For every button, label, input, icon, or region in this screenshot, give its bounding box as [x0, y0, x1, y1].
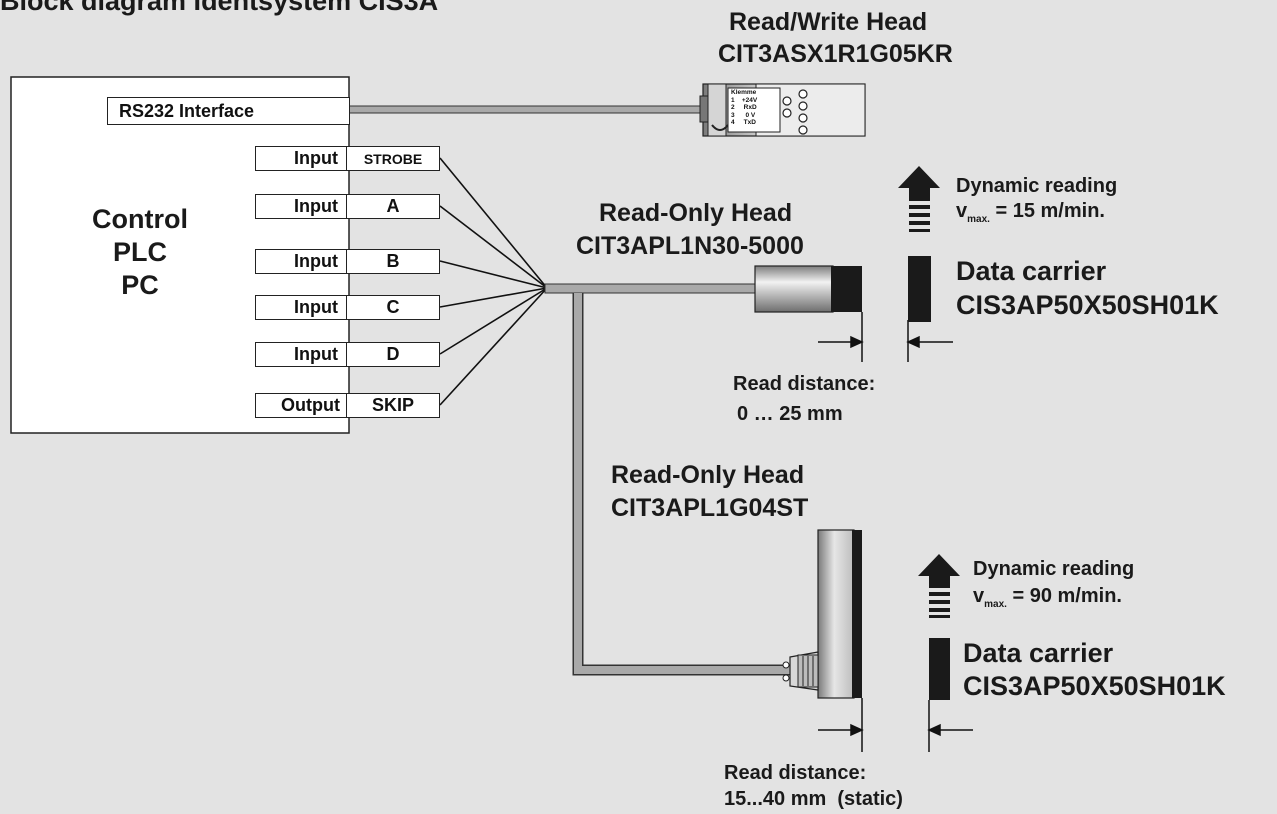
- port-type-box: Input: [255, 249, 348, 274]
- controller-line: PLC: [113, 237, 167, 267]
- port-signal-label: D: [386, 344, 400, 364]
- dynamic-reading-1-label: Dynamic reading: [956, 175, 1118, 197]
- read-only-head-1-device: [754, 265, 862, 313]
- data-carrier-1-model: CIS3AP50X50SH01K: [956, 290, 1219, 320]
- speed-1-value: = 15 m/min.: [989, 200, 1105, 222]
- port-signal-label: STROBE: [363, 150, 423, 167]
- ro-head-1-model: CIT3APL1N30-5000: [576, 232, 804, 260]
- read-write-head-device: [699, 83, 866, 137]
- data-carrier-2-title: Data carrier: [963, 638, 1114, 668]
- read-only-head-2-device: [782, 529, 862, 699]
- speed-2-value: = 90 m/min.: [1006, 585, 1122, 607]
- terminal-header: Klemme: [731, 89, 757, 96]
- rw-head-title: Read/Write Head: [729, 8, 928, 36]
- data-carrier-1-title: Data carrier: [956, 256, 1107, 286]
- diagram-title: Block diagram Identsystem CIS3A: [0, 0, 439, 16]
- motion-arrow-2-icon: [918, 554, 960, 618]
- ro-head-1-title: Read-Only Head: [599, 199, 793, 227]
- port-type-box: Input: [255, 194, 348, 219]
- port-type-box: Input: [255, 146, 348, 171]
- port-signal-box: STROBE: [346, 146, 440, 171]
- port-type-label: Input: [294, 148, 338, 168]
- speed-2-v: v: [973, 585, 985, 607]
- rs232-interface-box: RS232 Interface: [107, 97, 350, 125]
- controller-line: Control: [92, 204, 188, 234]
- controller-line: PC: [121, 270, 159, 300]
- port-signal-box: B: [346, 249, 440, 274]
- ro-head-2-model: CIT3APL1G04ST: [611, 494, 809, 522]
- port-type-label: Input: [294, 196, 338, 216]
- data-carrier-2-block: [929, 638, 950, 700]
- dynamic-reading-2-label: Dynamic reading: [973, 558, 1135, 580]
- port-signal-label: B: [386, 251, 400, 271]
- data-carrier-1-block: [908, 256, 931, 322]
- distance-markers-1: [818, 312, 953, 362]
- port-signal-box: D: [346, 342, 440, 367]
- read-distance-2-label: Read distance:: [724, 762, 867, 784]
- ro-head-2-title: Read-Only Head: [611, 461, 805, 489]
- terminal-row: 2 RxD: [731, 104, 757, 111]
- terminal-row: 3 0 V: [731, 111, 756, 119]
- port-type-box: Input: [255, 295, 348, 320]
- signal-wires: [439, 157, 548, 406]
- read-distance-1-value: 0 … 25 mm: [737, 403, 843, 425]
- data-carrier-2-model: CIS3AP50X50SH01K: [963, 671, 1226, 701]
- port-signal-label: C: [386, 297, 400, 317]
- port-type-label: Input: [294, 251, 338, 271]
- cable-head-2: [572, 293, 790, 676]
- speed-2-label: vmax. = 90 m/min.: [973, 585, 1122, 610]
- port-type-box: Input: [255, 342, 348, 367]
- controller-label: Control PLC PC: [60, 203, 220, 302]
- speed-1-sub: max.: [967, 214, 990, 225]
- read-distance-1-label: Read distance:: [733, 373, 876, 395]
- port-signal-box: SKIP: [346, 393, 440, 418]
- motion-arrow-1-icon: [898, 166, 940, 232]
- terminal-row: 4 TxD: [731, 119, 756, 126]
- cable-head-1: [544, 283, 758, 294]
- rs232-interface-label: RS232 Interface: [119, 100, 255, 121]
- rs232-cable: [348, 105, 702, 114]
- port-type-label: Input: [294, 297, 338, 317]
- port-type-label: Input: [294, 344, 338, 364]
- port-signal-label: SKIP: [371, 395, 414, 415]
- port-signal-label: A: [386, 196, 400, 216]
- terminal-label: Klemme 1 +24V 2 RxD 3 0 V 4 TxD: [731, 89, 779, 131]
- rw-head-model: CIT3ASX1R1G05KR: [718, 40, 953, 68]
- speed-1-v: v: [956, 200, 968, 222]
- port-signal-box: C: [346, 295, 440, 320]
- read-distance-2-value: 15...40 mm (static): [724, 788, 903, 810]
- speed-2-sub: max.: [984, 599, 1007, 610]
- speed-1-label: vmax. = 15 m/min.: [956, 200, 1105, 225]
- port-signal-box: A: [346, 194, 440, 219]
- port-type-box: Output: [255, 393, 348, 418]
- distance-markers-2: [818, 698, 973, 752]
- terminal-row: 1 +24V: [731, 96, 758, 104]
- port-type-label: Output: [281, 395, 340, 415]
